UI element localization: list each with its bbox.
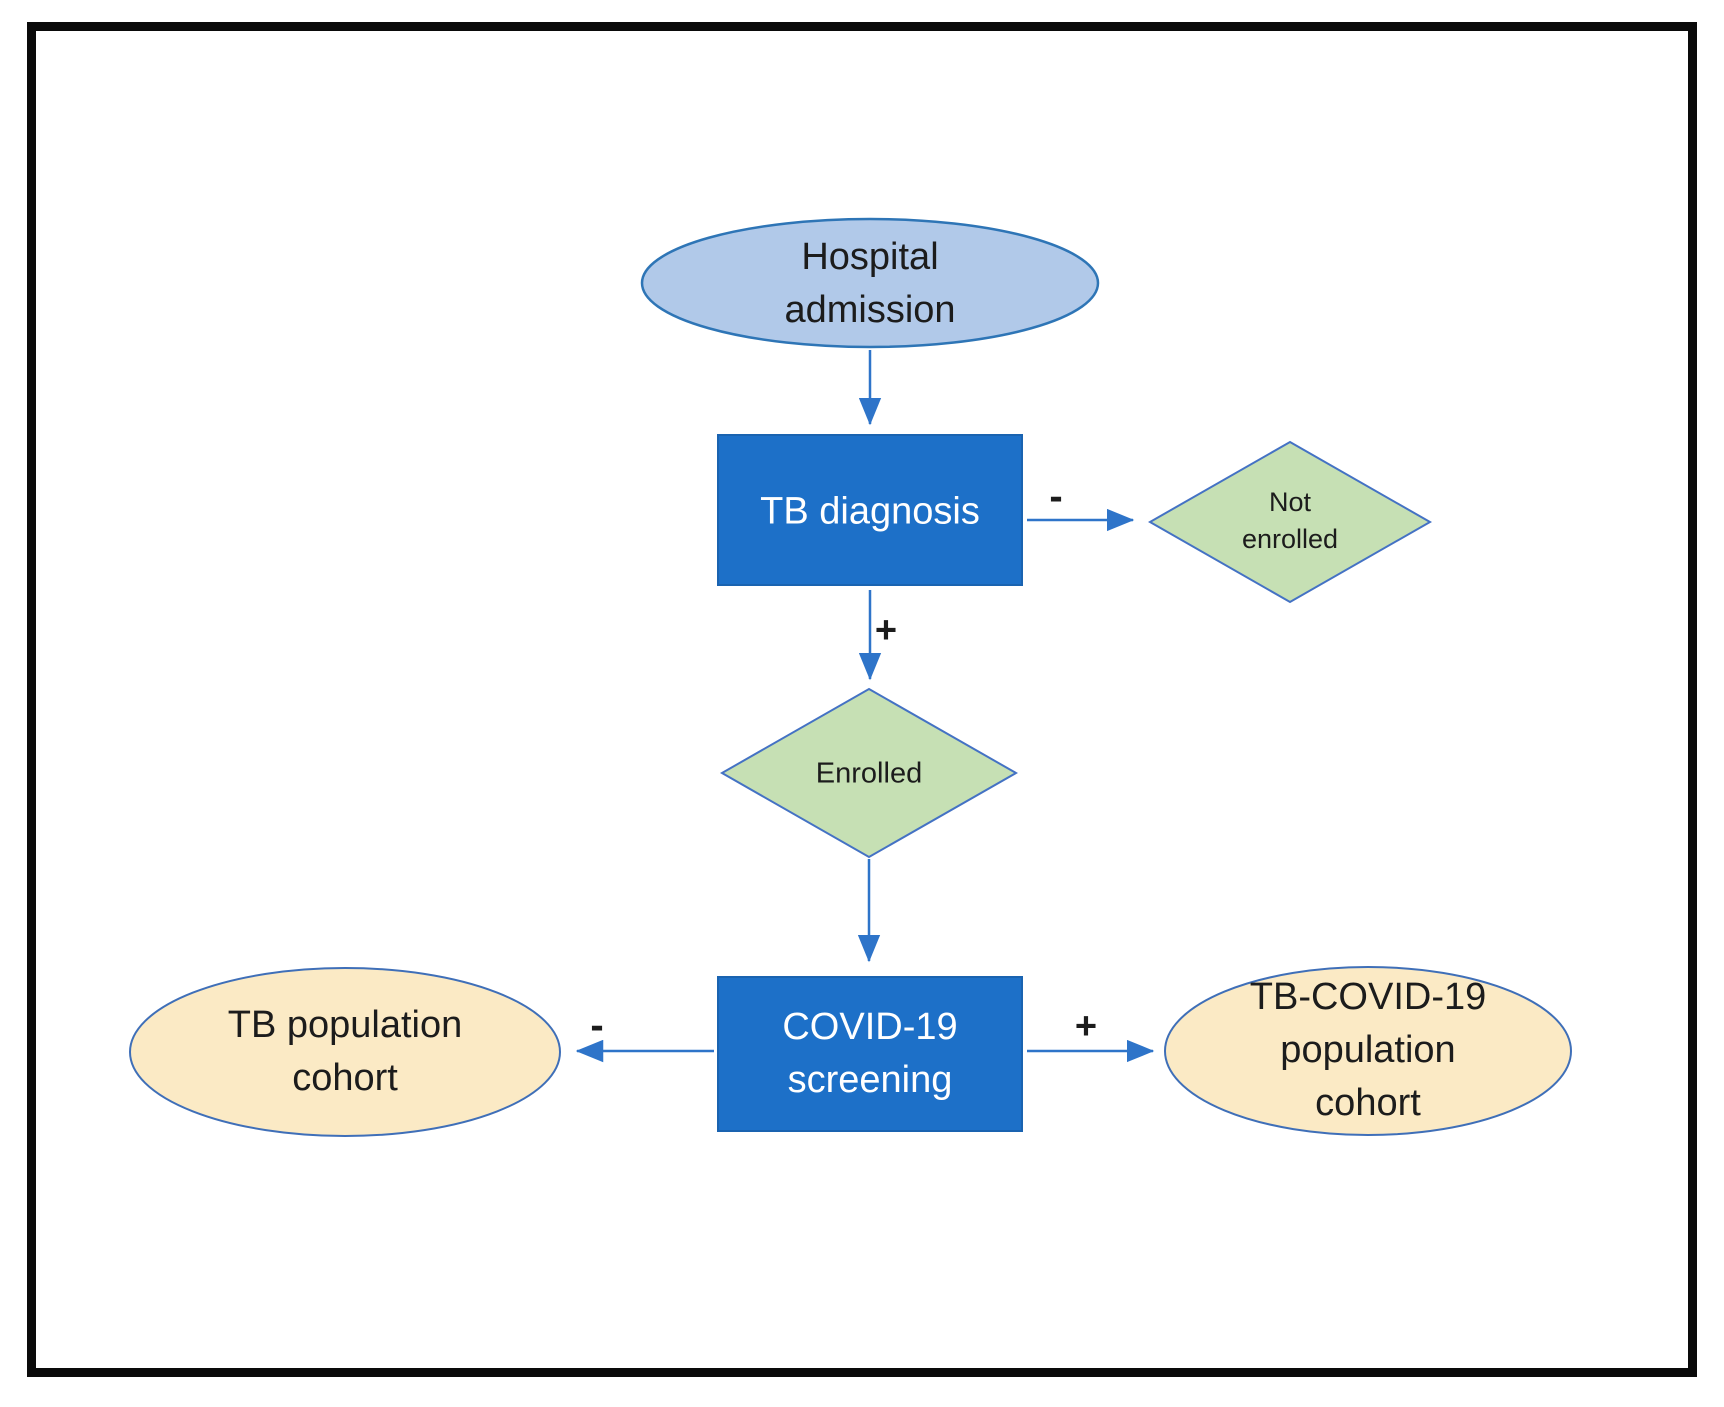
covid-screening-label-line2: screening [787,1059,953,1101]
hospital-admission-label-line1: Hospital [801,235,939,278]
hospital-admission-label-line2: admission [784,289,956,331]
covid-screening-label-line1: COVID-19 [782,1005,958,1048]
tb-covid-cohort-label-line3: cohort [1315,1082,1421,1125]
node-hospital-admission-shape [640,217,1100,349]
node-not-enrolled-shape [1147,440,1433,604]
tb-covid-cohort-label-line2: population [1280,1029,1456,1072]
edge-label-tb-positive: + [874,609,898,652]
hospital-admission-label: Hospital admission [784,231,955,337]
node-tb-cohort-shape [129,967,561,1137]
not-enrolled-label-line2: enrolled [1241,524,1339,554]
edge-label-covid-positive: + [1074,1005,1098,1048]
edge-label-tb-negative: - [1049,474,1063,519]
tb-cohort-label: TB population cohort [228,999,463,1105]
node-enrolled-shape [719,687,1019,859]
node-covid-screening-shape [717,976,1023,1132]
not-enrolled-label-line1: Not [1268,486,1312,517]
edge-label-covid-negative: - [590,1003,604,1048]
covid-screening-label: COVID-19 screening [782,1001,957,1107]
tb-covid-cohort-label-line1: TB-COVID-19 [1249,976,1487,1019]
not-enrolled-label: Not enrolled [1242,484,1338,559]
figure-border [27,22,1697,1377]
enrolled-label: Enrolled [815,757,923,790]
tb-cohort-label-line2: cohort [292,1057,398,1099]
tb-diagnosis-label: TB diagnosis [760,490,980,533]
tb-covid-cohort-label: TB-COVID-19 population cohort [1250,971,1486,1131]
node-tb-diagnosis-shape [717,434,1023,586]
node-tb-covid-cohort-shape [1164,966,1572,1136]
tb-cohort-label-line1: TB population [227,1003,463,1046]
